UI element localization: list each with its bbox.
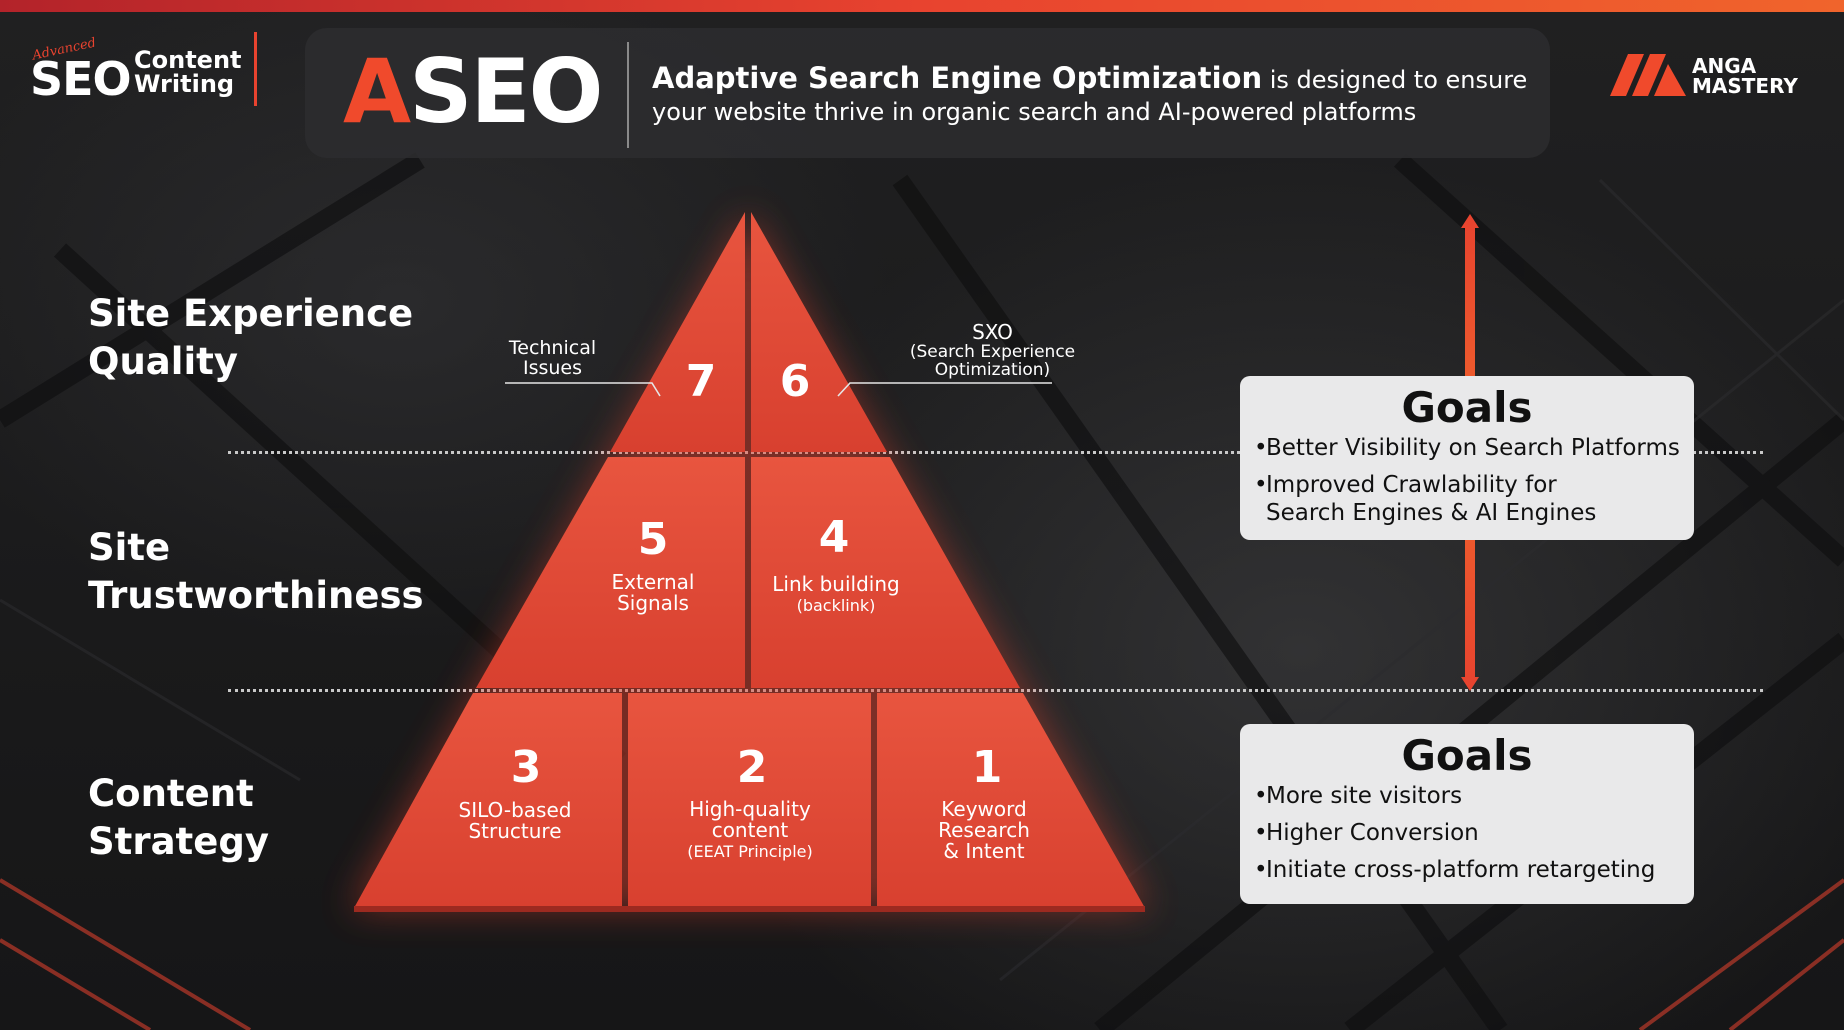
logo-writing-line: Writing: [134, 70, 235, 98]
tagline-bold: Adaptive Search Engine Optimization: [652, 61, 1263, 95]
block-1-label: Keyword Research & Intent: [894, 799, 1074, 862]
level-label-line: Site: [88, 526, 171, 569]
block-label-line: Structure: [468, 819, 562, 843]
callout-line-text: SXO: [972, 320, 1013, 344]
goal-item: Initiate cross-platform retargeting: [1254, 856, 1684, 884]
block-7-number: 7: [685, 356, 717, 407]
goal-item: Improved Crawlability for: [1254, 471, 1684, 499]
tagline: Adaptive Search Engine Optimization is d…: [652, 62, 1542, 128]
block-1-number: 1: [971, 742, 1003, 793]
block-label-line: & Intent: [943, 839, 1025, 863]
callout-technical-issues: Technical Issues: [485, 338, 620, 378]
block-4-number: 4: [818, 512, 850, 563]
pyramid-block-3: [354, 693, 622, 908]
header-panel: [305, 28, 1550, 158]
goals-title: Goals: [1401, 731, 1533, 780]
goals-title: Goals: [1401, 383, 1533, 432]
tagline-rest-2: your website thrive in organic search an…: [652, 98, 1417, 126]
anga-mastery-logo: ANGA MASTERY: [1610, 54, 1810, 100]
logo-seo-text: SEO: [30, 52, 132, 106]
block-2-label: High-quality content (EEAT Principle): [660, 799, 840, 862]
logo-divider: [254, 32, 257, 106]
block-5-label: External Signals: [563, 572, 743, 614]
block-label-line: (EEAT Principle): [687, 842, 813, 861]
pyramid-block-4: [751, 457, 1020, 688]
logo-content-writing-text: Content Writing: [134, 48, 242, 96]
callout-line-text: Optimization): [934, 360, 1051, 380]
goals-list: More site visitors Higher Conversion Ini…: [1240, 782, 1694, 884]
tagline-rest-1: is designed to ensure: [1262, 66, 1528, 94]
goal-item: Higher Conversion: [1254, 819, 1684, 847]
block-label-line: High-quality: [689, 797, 811, 821]
pyramid-block-5: [476, 457, 745, 688]
page-title: ASEO: [343, 40, 603, 143]
block-label-line: Keyword: [941, 797, 1027, 821]
block-5-number: 5: [637, 514, 669, 565]
pyramid-block-7: [610, 212, 745, 452]
pyramid-block-2: [628, 693, 871, 908]
goal-item: Better Visibility on Search Platforms: [1254, 434, 1684, 462]
level-label-line: Content: [88, 772, 254, 815]
level-label-line: Quality: [88, 340, 238, 383]
block-label-line: Link building: [772, 572, 900, 596]
level-label-site-experience: Site Experience Quality: [88, 290, 413, 386]
callout-sxo: SXO (Search Experience Optimization): [905, 320, 1080, 380]
block-2-number: 2: [736, 742, 768, 793]
mastery-line: MASTERY: [1692, 74, 1798, 98]
block-label-line: Research: [938, 818, 1030, 842]
anga-mark-icon: [1610, 54, 1686, 96]
goals-card-top: Goals Better Visibility on Search Platfo…: [1240, 376, 1694, 540]
seo-content-writing-logo: Advanced SEO Content Writing: [30, 35, 242, 112]
anga-brand-text: ANGA MASTERY: [1692, 56, 1798, 96]
level-label-line: Site Experience: [88, 292, 414, 335]
title-divider: [627, 42, 629, 148]
block-label-line: content: [711, 818, 789, 842]
logo-content-line: Content: [134, 46, 242, 74]
block-label-line: External: [611, 570, 695, 594]
level-label-content-strategy: Content Strategy: [88, 770, 269, 866]
block-4-label: Link building (backlink): [746, 574, 926, 616]
block-6-number: 6: [779, 356, 811, 407]
anga-line: ANGA: [1692, 54, 1757, 78]
callout-line-text: Issues: [522, 357, 583, 379]
block-label-line: Signals: [617, 591, 689, 615]
title-accent-letter: A: [343, 40, 411, 143]
goals-card-bottom: Goals More site visitors Higher Conversi…: [1240, 724, 1694, 904]
pyramid-base-shadow: [354, 906, 1145, 912]
callout-line-text: (Search Experience: [909, 342, 1076, 362]
block-3-label: SILO-based Structure: [425, 800, 605, 842]
goal-item: More site visitors: [1254, 782, 1684, 810]
level-label-line: Trustworthiness: [88, 574, 424, 617]
level-label-site-trustworthiness: Site Trustworthiness: [88, 524, 424, 620]
block-label-line: (backlink): [796, 596, 876, 615]
level-divider-top: [228, 451, 1763, 454]
block-label-line: SILO-based: [458, 798, 572, 822]
level-label-line: Strategy: [88, 820, 269, 863]
pyramid-block-6: [751, 212, 887, 452]
callout-line-text: Technical: [508, 337, 597, 359]
title-rest: SEO: [409, 40, 603, 143]
block-3-number: 3: [510, 742, 542, 793]
goals-list: Better Visibility on Search Platforms Im…: [1240, 434, 1694, 527]
pyramid-block-1: [877, 693, 1145, 908]
goal-item-continued: Search Engines & AI Engines: [1266, 500, 1597, 526]
top-accent-bar: [0, 0, 1844, 12]
